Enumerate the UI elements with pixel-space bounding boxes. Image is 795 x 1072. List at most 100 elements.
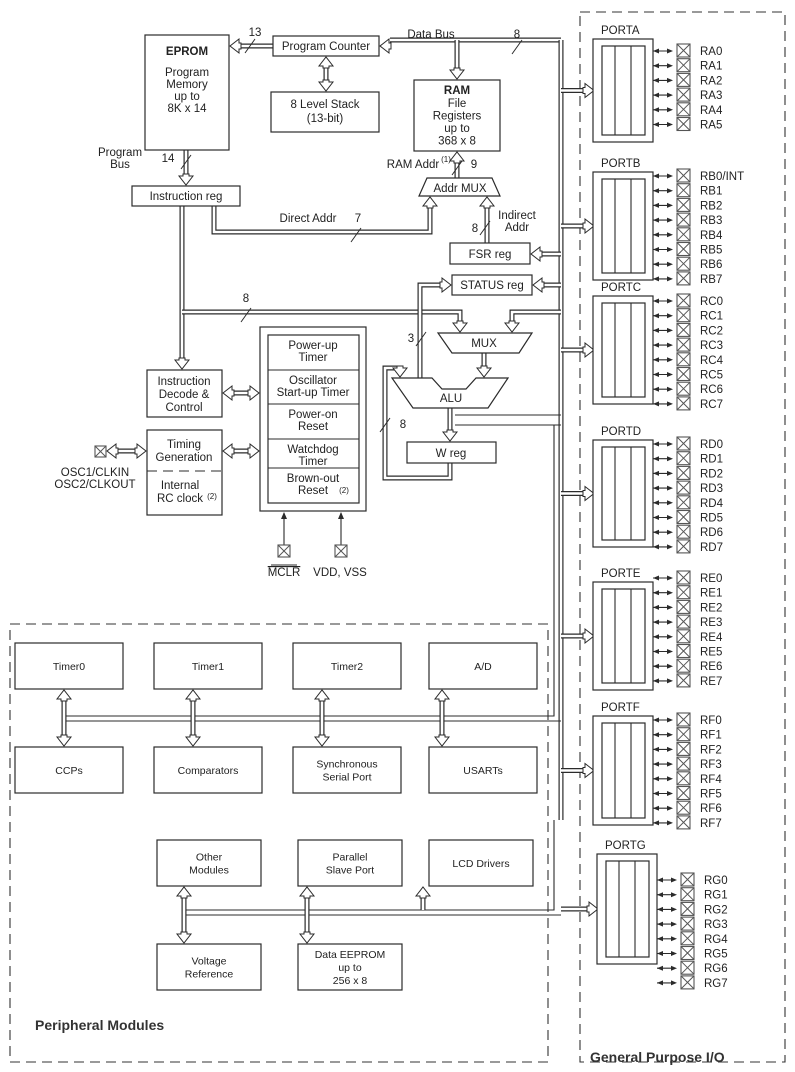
pin-ra1-icon-x bbox=[676, 58, 691, 73]
pin-rd0-label: RD0 bbox=[700, 439, 723, 451]
instruction-decode-block bbox=[146, 369, 223, 418]
pin-rb3-label: RB3 bbox=[700, 215, 722, 227]
pin-arrow-right-icon bbox=[667, 401, 673, 407]
pin-rc1-label: RC1 bbox=[700, 311, 723, 323]
reset-block-label: Power-up bbox=[288, 340, 337, 352]
pin-rb5-label: RB5 bbox=[700, 245, 722, 257]
pin-rc7-label: RC7 bbox=[700, 399, 723, 411]
osc-timing-left-arrowhead bbox=[106, 442, 119, 460]
pin-rg4-icon-x bbox=[680, 931, 695, 946]
pin-rd6-label: RD6 bbox=[700, 527, 723, 539]
ram-text: File bbox=[448, 98, 467, 110]
data-bus-to-pc-left-arrowhead bbox=[379, 37, 392, 55]
pin-arrow-left-icon bbox=[653, 261, 659, 267]
pin-rg2-icon-x bbox=[680, 902, 695, 916]
pin-rg5-icon-x bbox=[680, 946, 695, 960]
pin-arrow-left-icon bbox=[657, 965, 663, 971]
bus-width-program-bus: 14 bbox=[162, 153, 175, 165]
pin-arrow-right-icon bbox=[671, 980, 677, 986]
reset-block-label: Timer bbox=[299, 456, 328, 468]
pin-rb7-label: RB7 bbox=[700, 274, 722, 286]
bus-width-w-feedback: 8 bbox=[400, 419, 406, 431]
pin-rb0int-icon-x bbox=[676, 168, 691, 183]
pin-re5-icon-x bbox=[676, 644, 691, 658]
peripheral-data-eeprom-up-to-256-x-8-label: Data EEPROM bbox=[315, 949, 386, 961]
ram-addr-label: RAM Addr bbox=[387, 159, 440, 171]
osc-label: OSC2/CLKOUT bbox=[54, 479, 135, 491]
bus-width-slash bbox=[479, 220, 491, 236]
peripheral-comparators-label: Comparators bbox=[178, 765, 239, 777]
status-reg-block bbox=[451, 274, 533, 296]
port-layer: PORTARA0RA1RA2RA3RA4RA5PORTBRB0/INTRB1RB… bbox=[94, 25, 744, 990]
gpio-frame bbox=[579, 11, 786, 1063]
pin-arrow-left-icon bbox=[653, 92, 659, 98]
pin-rf5-label: RF5 bbox=[700, 789, 722, 801]
pin-re5-label: RE5 bbox=[700, 647, 722, 659]
program-bus-label: Program bbox=[98, 147, 142, 159]
pin-arrow-right-icon bbox=[667, 342, 673, 348]
bus-width-instr-mux: 8 bbox=[243, 293, 249, 305]
port-porte-latch bbox=[601, 588, 646, 684]
pin-rb2-icon-x bbox=[676, 198, 691, 212]
pin-rf2-icon-x bbox=[676, 742, 691, 756]
instruction-reg-label: Instruction reg bbox=[150, 191, 223, 203]
pin-arrow-right-icon bbox=[667, 732, 673, 738]
pin-rd2-icon-x bbox=[676, 466, 691, 480]
pin-arrow-left-icon bbox=[653, 188, 659, 194]
pin-arrow-left-icon bbox=[657, 906, 663, 912]
pin-arrow-left-icon bbox=[653, 342, 659, 348]
osc-pin-icon-x bbox=[94, 445, 107, 458]
program-bus-down-arrowhead bbox=[177, 173, 195, 186]
addr-mux-block bbox=[418, 177, 501, 197]
pin-rc6-icon-x bbox=[676, 381, 691, 396]
pin-arrow-left-icon bbox=[653, 217, 659, 223]
internal-rc-clock-label: RC clock bbox=[157, 493, 203, 505]
reset-block-label: Reset bbox=[298, 485, 329, 497]
pin-arrow-left-icon bbox=[653, 122, 659, 127]
timing-generation-label: Timing bbox=[167, 439, 201, 451]
pin-arrow-left-icon bbox=[653, 485, 659, 491]
pin-arrow-right-icon bbox=[667, 820, 673, 826]
pin-arrow-left-icon bbox=[653, 590, 659, 596]
pin-arrow-right-icon bbox=[667, 313, 673, 319]
ram-text: Registers bbox=[433, 111, 482, 123]
pin-arrow-left-icon bbox=[653, 276, 659, 282]
pc-stack-up-up-arrowhead bbox=[317, 56, 335, 69]
peripheral-bus-0-down-arrowhead bbox=[55, 734, 73, 747]
pin-re0-label: RE0 bbox=[700, 573, 722, 585]
peripheral-bus2-2-up-arrowhead bbox=[414, 886, 432, 899]
pin-rd4-icon-x bbox=[676, 495, 691, 510]
alu-label: ALU bbox=[440, 393, 462, 405]
pin-arrow-right-icon bbox=[667, 791, 673, 796]
w-reg-block bbox=[406, 441, 497, 464]
port-portc-latch bbox=[601, 302, 646, 398]
bus-width-slash bbox=[511, 39, 523, 55]
port-portg-latch bbox=[605, 860, 650, 958]
pin-rd6-icon-x bbox=[676, 524, 691, 539]
pin-rg5-label: RG5 bbox=[704, 949, 728, 961]
eprom-text: Program bbox=[165, 67, 209, 79]
instr-to-decode-down-arrowhead bbox=[173, 357, 191, 370]
pin-ra0-label: RA0 bbox=[700, 46, 722, 58]
trunk-to-status-left-arrowhead bbox=[532, 276, 545, 294]
port-portf-latch bbox=[601, 722, 646, 819]
port-portg-title: PORTG bbox=[605, 840, 646, 852]
pin-rg1-label: RG1 bbox=[704, 890, 728, 902]
vdd-vss-pin-icon-x bbox=[334, 544, 348, 558]
pin-rf6-label: RF6 bbox=[700, 803, 722, 815]
pin-arrow-right-icon bbox=[667, 232, 673, 238]
peripheral-timer1 bbox=[153, 642, 263, 690]
pin-re3-icon-x bbox=[676, 614, 691, 629]
mclr-pin-icon-x bbox=[277, 544, 291, 558]
pin-arrow-left-icon bbox=[653, 619, 659, 625]
ram-text: up to bbox=[444, 123, 470, 135]
pin-arrow-left-icon bbox=[653, 746, 659, 752]
block-layer bbox=[14, 34, 538, 991]
pin-rd5-icon-x bbox=[676, 510, 691, 524]
instruction-decode-label: Decode & bbox=[159, 389, 210, 401]
trunk-to-portb-right-arrowhead bbox=[582, 217, 595, 235]
stack-label: 8 Level Stack bbox=[290, 99, 359, 111]
ram-title: RAM bbox=[444, 85, 470, 97]
pin-arrow-right-icon bbox=[667, 746, 673, 752]
